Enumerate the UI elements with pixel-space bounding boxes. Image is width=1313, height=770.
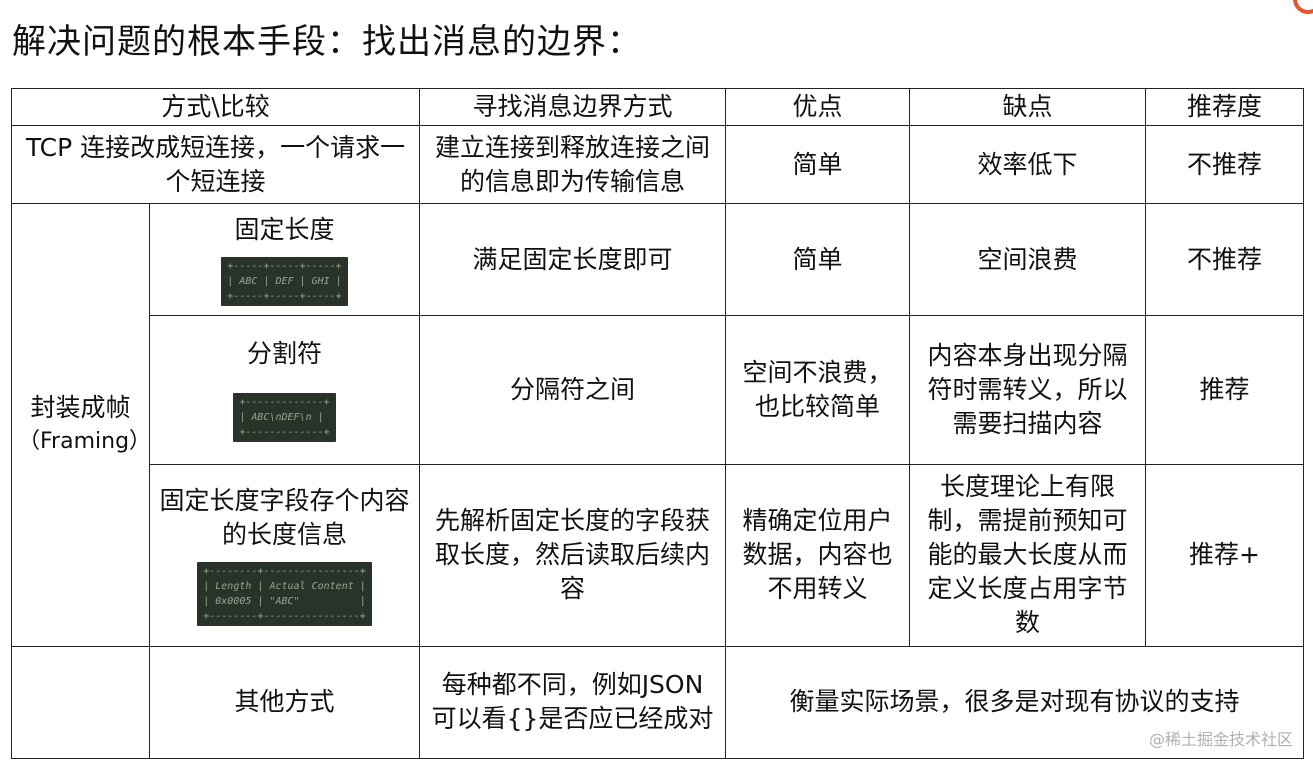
brand-logo-icon	[1293, 0, 1313, 14]
delim-pros-cell: 空间不浪费，也比较简单	[725, 315, 910, 465]
header-cons: 缺点	[909, 87, 1146, 127]
page-title: 解决问题的根本手段：找出消息的边界：	[12, 22, 642, 62]
lenfield-method-cell: 固定长度字段存个内容的长度信息 +--------+--------------…	[149, 463, 420, 647]
fixed-cons-cell: 空间浪费	[909, 203, 1146, 317]
fixed-length-code-image: +-----+-----+-----+ | ABC | DEF | GHI | …	[221, 257, 348, 307]
other-summary-cell: 衡量实际场景，很多是对现有协议的支持	[725, 645, 1304, 760]
tcp-recommend-cell: 不推荐	[1145, 125, 1304, 205]
fixed-method-cell: 固定长度 +-----+-----+-----+ | ABC | DEF | G…	[149, 203, 420, 317]
watermark: @稀土掘金技术社区	[1148, 730, 1293, 749]
delim-boundary-cell: 分隔符之间	[419, 315, 726, 465]
other-boundary-cell: 每种都不同，例如JSON 可以看{}是否应已经成对	[419, 645, 726, 760]
tcp-boundary-cell: 建立连接到释放连接之间的信息即为传输信息	[419, 125, 726, 205]
table-row: 固定长度字段存个内容的长度信息 +--------+--------------…	[12, 463, 1304, 647]
tcp-cons-cell: 效率低下	[909, 125, 1146, 205]
lenfield-method-label: 固定长度字段存个内容的长度信息	[159, 486, 410, 550]
framing-label: 封装成帧	[30, 392, 131, 422]
other-method-cell: 其他方式	[149, 645, 420, 760]
other-spacer-cell	[11, 645, 150, 760]
delimiter-code-image: +-------------+ | ABC\nDEF\n | +--------…	[233, 393, 336, 443]
lenfield-recommend-cell: 推荐+	[1145, 463, 1304, 647]
delim-cons-cell: 内容本身出现分隔符时需转义，所以需要扫描内容	[909, 315, 1146, 465]
lenfield-boundary-cell: 先解析固定长度的字段获取长度，然后读取后续内容	[419, 463, 726, 647]
tcp-method-cell: TCP 连接改成短连接，一个请求一个短连接	[11, 125, 420, 205]
header-method: 方式\比较	[11, 87, 420, 127]
comparison-table: 方式\比较 寻找消息边界方式 优点 缺点 推荐度 TCP 连接改成短连接，一个请…	[11, 87, 1304, 760]
header-boundary: 寻找消息边界方式	[419, 87, 726, 127]
fixed-pros-cell: 简单	[725, 203, 910, 317]
fixed-recommend-cell: 不推荐	[1145, 203, 1304, 317]
lenfield-pros-cell: 精确定位用户数据，内容也不用转义	[725, 463, 910, 647]
tcp-pros-cell: 简单	[725, 125, 910, 205]
table-header-row: 方式\比较 寻找消息边界方式 优点 缺点 推荐度	[11, 87, 1304, 127]
fixed-method-label: 固定长度	[234, 215, 335, 245]
header-recommend: 推荐度	[1145, 87, 1304, 127]
header-pros: 优点	[725, 87, 910, 127]
lenfield-cons-cell: 长度理论上有限制，需提前预知可能的最大长度从而定义长度占用字节数	[909, 463, 1146, 647]
table-row: 封装成帧 （Framing） 固定长度 +-----+-----+-----+ …	[11, 203, 1304, 647]
delim-recommend-cell: 推荐	[1145, 315, 1304, 465]
table-row: 分割符 +-------------+ | ABC\nDEF\n | +----…	[12, 315, 1304, 465]
delim-method-cell: 分割符 +-------------+ | ABC\nDEF\n | +----…	[149, 315, 420, 465]
table-row: 其他方式 每种都不同，例如JSON 可以看{}是否应已经成对 衡量实际场景，很多…	[11, 645, 1304, 760]
framing-label-en: （Framing）	[18, 428, 150, 454]
delim-method-label: 分割符	[246, 339, 322, 369]
framing-cell: 封装成帧 （Framing）	[11, 203, 150, 647]
length-field-code-image: +--------+----------------+ | Length | A…	[197, 562, 372, 627]
fixed-boundary-cell: 满足固定长度即可	[419, 203, 726, 317]
table-row: TCP 连接改成短连接，一个请求一个短连接 建立连接到释放连接之间的信息即为传输…	[11, 125, 1304, 205]
